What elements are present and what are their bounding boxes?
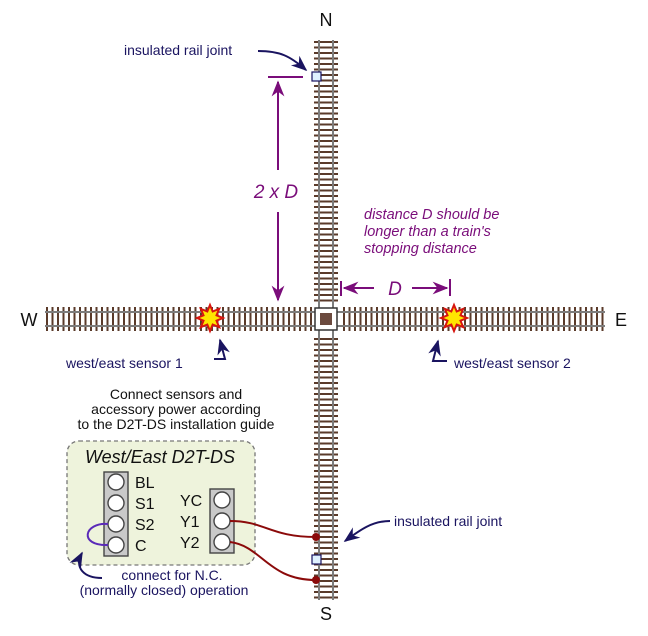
west-east-track — [45, 307, 605, 331]
nc-note-line-2: (normally closed) operation — [80, 582, 249, 598]
compass-east: E — [615, 310, 627, 330]
sensor-2-burst-icon — [438, 302, 470, 334]
insulated-joint-bottom — [311, 554, 322, 565]
y2-wire-connection — [312, 576, 320, 584]
sensor-1-label: west/east sensor 1 — [65, 355, 183, 371]
terminal-y1-screw[interactable] — [213, 512, 231, 530]
d-label: D — [388, 279, 402, 300]
sensor-1-burst-icon — [194, 302, 226, 334]
terminal-bl-label: BL — [135, 475, 155, 492]
y2-wire — [229, 541, 317, 581]
terminal-bl-screw[interactable] — [107, 473, 125, 491]
distance-note-line-2: longer than a train's — [364, 224, 491, 240]
insulated-joint-bottom-label: insulated rail joint — [394, 513, 502, 529]
sensor-2-pointer — [428, 339, 447, 362]
terminal-s1-label: S1 — [135, 496, 155, 513]
terminal-yc-label: YC — [180, 493, 202, 510]
compass-south: S — [320, 604, 332, 624]
distance-note-line-3: stopping distance — [364, 241, 477, 257]
module-title: West/East D2T-DS — [85, 447, 235, 467]
insulated-joint-top-pointer — [257, 50, 308, 72]
y1-wire — [229, 520, 317, 538]
terminal-y1-label: Y1 — [180, 514, 200, 531]
nc-note-pointer — [69, 551, 103, 579]
connect-note-line-2: accessory power according — [91, 401, 261, 417]
terminal-y2-screw[interactable] — [213, 533, 231, 551]
terminal-s2-label: S2 — [135, 517, 155, 534]
sensor-1-pointer — [214, 338, 230, 360]
nc-note-line-1: connect for N.C. — [121, 567, 222, 583]
insulated-joint-top-label: insulated rail joint — [124, 42, 232, 58]
compass-west: W — [21, 310, 38, 330]
terminal-s1-screw[interactable] — [107, 494, 125, 512]
terminal-s2-screw[interactable] — [107, 515, 125, 533]
connect-note-line-3: to the D2T-DS installation guide — [78, 416, 275, 432]
terminal-c-label: C — [135, 538, 147, 555]
nc-jumper-wire — [86, 522, 109, 547]
connect-note-line-1: Connect sensors and — [110, 386, 242, 402]
two-d-label: 2 x D — [253, 182, 299, 203]
sensor-2-label: west/east sensor 2 — [453, 355, 571, 371]
insulated-joint-top — [311, 71, 322, 82]
terminal-c-screw[interactable] — [107, 536, 125, 554]
compass-north: N — [320, 10, 333, 30]
crossing-center — [320, 313, 332, 325]
terminal-yc-screw[interactable] — [213, 491, 231, 509]
terminal-y2-label: Y2 — [180, 535, 200, 552]
insulated-joint-bottom-pointer — [343, 520, 391, 542]
y1-wire-connection — [312, 533, 320, 541]
distance-note-line-1: distance D should be — [364, 207, 499, 223]
